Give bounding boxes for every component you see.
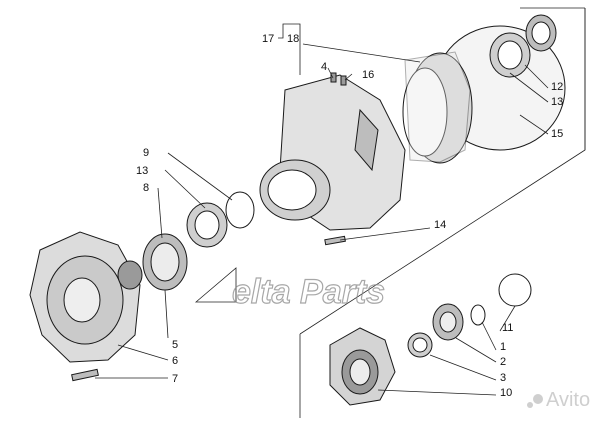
part-bolt-4	[330, 72, 337, 83]
callout-9: 9	[143, 147, 149, 159]
callout-18: 18	[287, 33, 299, 45]
callout-2: 2	[500, 356, 506, 368]
part-ring-9	[225, 191, 255, 229]
part-bearing-13-top	[489, 32, 531, 78]
watermark-text: elta Parts	[232, 273, 385, 311]
part-bearing-13-mid	[186, 202, 228, 248]
callout-12: 12	[551, 81, 563, 93]
callout-16: 16	[362, 69, 374, 81]
part-ring-gear	[402, 51, 473, 164]
assembly-frame	[299, 7, 586, 418]
watermark-logo: elta Parts	[194, 267, 386, 312]
callout-10: 10	[500, 387, 512, 399]
callout-6: 6	[172, 355, 178, 367]
callout-17: 17	[262, 33, 274, 45]
callout-5: 5	[172, 339, 178, 351]
callout-15: 15	[551, 128, 563, 140]
part-bolt-14	[324, 235, 346, 246]
part-housing	[259, 74, 406, 231]
avito-text: Avito	[546, 389, 590, 411]
callout-13-mid: 13	[136, 165, 148, 177]
callout-11: 11	[502, 322, 513, 334]
part-ring-1	[470, 304, 486, 326]
callout-labels: 17 18 4 16 9 13 8 14 12 13 15 5 6 7 11 1…	[136, 33, 563, 399]
callout-3: 3	[500, 372, 506, 384]
part-bolt-16	[340, 75, 347, 86]
leader-lines	[95, 23, 549, 396]
part-carrier-10	[329, 327, 396, 406]
callout-14: 14	[434, 219, 446, 231]
callout-1: 1	[500, 341, 506, 353]
callout-8: 8	[143, 182, 149, 194]
part-seal-8	[142, 233, 188, 291]
part-gear-2	[432, 303, 464, 341]
part-nut-12	[525, 14, 557, 52]
callout-4: 4	[321, 61, 327, 73]
part-stud-7	[71, 368, 99, 382]
part-hub-6	[29, 231, 143, 363]
callout-13-top: 13	[551, 96, 563, 108]
avito-watermark: Avito	[527, 389, 590, 411]
part-circlip-11	[498, 273, 532, 307]
part-sleeve-3	[407, 332, 433, 358]
callout-7: 7	[172, 373, 178, 385]
